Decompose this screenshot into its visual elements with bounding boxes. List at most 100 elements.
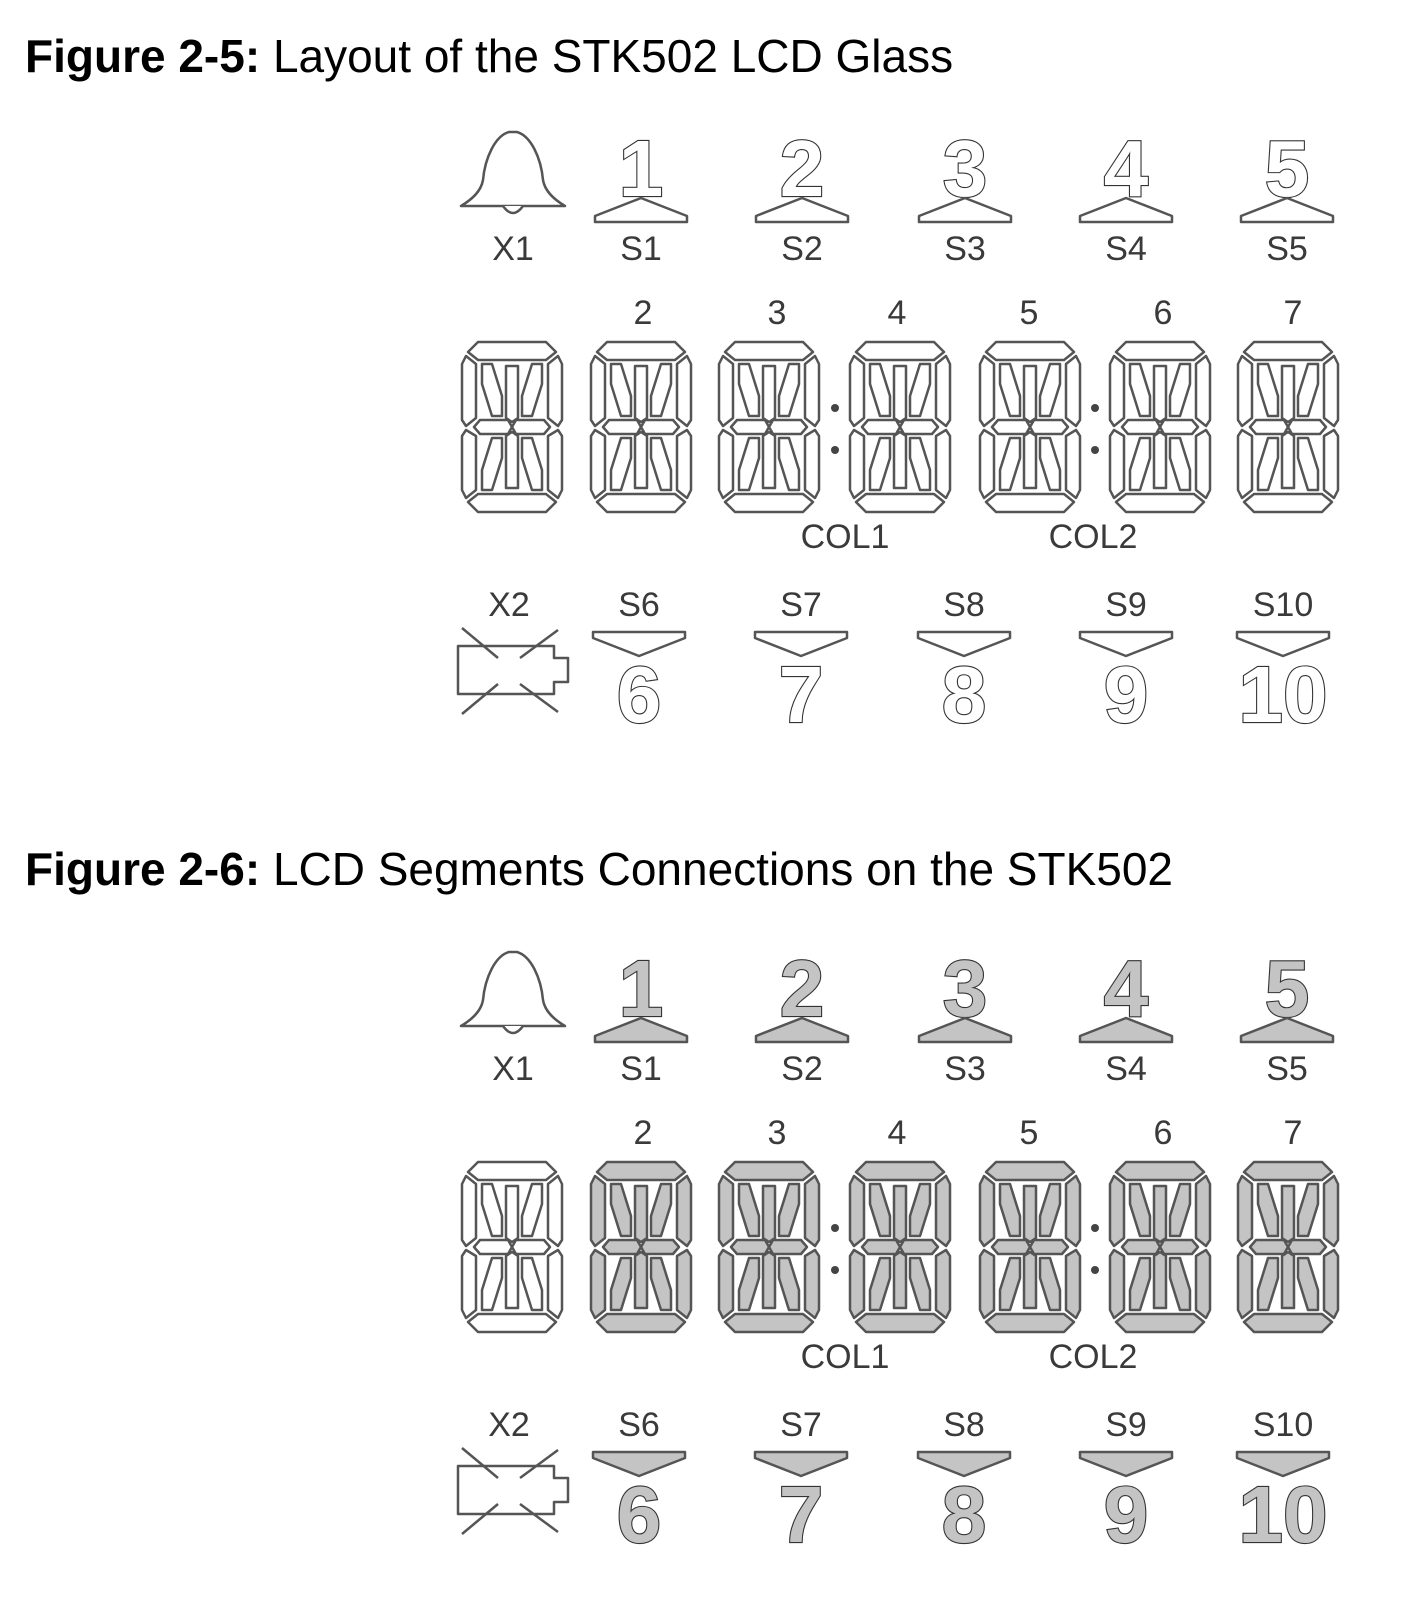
lcd-digit-5 xyxy=(978,340,1082,514)
lcd-segment-g2 xyxy=(510,1238,552,1256)
lcd-segment-e xyxy=(717,1248,735,1320)
figure-number: Figure 2-5: xyxy=(25,30,261,82)
lcd-segment-c xyxy=(546,1248,564,1320)
lcd-segment-f xyxy=(589,1174,607,1248)
battery-body xyxy=(456,644,570,696)
lcd-segment-d xyxy=(1114,1312,1206,1334)
lcd-segment-m xyxy=(1152,430,1168,490)
lcd-segment-j xyxy=(504,1184,520,1244)
symbol-label: S2 xyxy=(781,230,823,268)
lcd-segment-g2 xyxy=(1028,418,1070,436)
lcd-segment-e xyxy=(589,428,607,500)
lcd-segment-k xyxy=(1168,362,1192,418)
battery-icon xyxy=(456,1447,570,1535)
lcd-segment-f xyxy=(1108,354,1126,428)
lcd-segment-j xyxy=(892,1184,908,1244)
figure-title: LCD Segments Connections on the STK502 xyxy=(272,843,1174,895)
battery-spark xyxy=(519,1502,559,1534)
lcd-segment-h xyxy=(1128,362,1152,418)
lcd-segment-g2 xyxy=(639,1238,681,1256)
lcd-segment-b xyxy=(934,1174,952,1248)
lcd-segment-e xyxy=(460,428,478,500)
lcd-segment-h xyxy=(998,1182,1022,1238)
bell-icon xyxy=(459,950,567,1035)
lcd-segment-n xyxy=(649,436,673,492)
figure-2-5-caption: Figure 2-5: Layout of the STK502 LCD Gla… xyxy=(25,33,953,79)
symbol-arrow-up xyxy=(1239,196,1335,224)
lcd-segment-m xyxy=(633,1250,649,1310)
lcd-segment-j xyxy=(1280,364,1296,424)
lcd-segment-e xyxy=(848,428,866,500)
lcd-segment-h xyxy=(737,362,761,418)
lcd-segment-k xyxy=(1168,1182,1192,1238)
lcd-segment-k xyxy=(1296,362,1320,418)
lcd-segment-c xyxy=(1322,428,1340,500)
lcd-segment-b xyxy=(1064,354,1082,428)
lcd-segment-j xyxy=(1152,1184,1168,1244)
lcd-segment-l xyxy=(1256,1256,1280,1312)
lcd-segment-g1 xyxy=(1120,1238,1162,1256)
lcd-digit-1 xyxy=(460,340,564,514)
symbol-label: S6 xyxy=(618,586,660,624)
colon-dot-bottom xyxy=(831,1266,839,1274)
lcd-segment-j xyxy=(892,364,908,424)
lcd-segment-g2 xyxy=(1158,1238,1200,1256)
symbol-digit: 5 xyxy=(1265,944,1310,1033)
lcd-segment-e xyxy=(717,428,735,500)
lcd-segment-e xyxy=(978,428,996,500)
lcd-segment-d xyxy=(595,1312,687,1334)
lcd-segment-a xyxy=(854,340,946,362)
symbol-arrow-down xyxy=(753,630,849,658)
symbol-arrow-down xyxy=(916,630,1012,658)
lcd-segment-h xyxy=(609,1182,633,1238)
lcd-segment-b xyxy=(803,1174,821,1248)
lcd-segment-g2 xyxy=(639,418,681,436)
lcd-segment-g2 xyxy=(1158,418,1200,436)
lcd-segment-f xyxy=(1236,354,1254,428)
lcd-segment-f xyxy=(1236,1174,1254,1248)
lcd-segment-f xyxy=(717,354,735,428)
colon-label: COL1 xyxy=(801,1338,890,1376)
colon-label: COL2 xyxy=(1049,518,1138,556)
symbol-arrow-down xyxy=(591,630,687,658)
digit-position-number: 2 xyxy=(634,1114,653,1152)
lcd-segment-g1 xyxy=(1248,1238,1290,1256)
bell-icon xyxy=(459,130,567,215)
lcd-segment-d xyxy=(1114,492,1206,514)
symbol-label: S5 xyxy=(1266,1050,1308,1088)
lcd-segment-d xyxy=(984,492,1076,514)
lcd-segment-a xyxy=(1114,1160,1206,1182)
lcd-segment-k xyxy=(520,362,544,418)
lcd-segment-a xyxy=(595,340,687,362)
symbol-label: S5 xyxy=(1266,230,1308,268)
digit-position-number: 2 xyxy=(634,294,653,332)
symbol-digit: 10 xyxy=(1239,1470,1328,1559)
lcd-segment-k xyxy=(777,1182,801,1238)
lcd-segment-b xyxy=(1194,354,1212,428)
lcd-segment-l xyxy=(1128,1256,1152,1312)
lcd-segment-h xyxy=(868,362,892,418)
bell-body xyxy=(459,130,567,208)
symbol-digit: 9 xyxy=(1104,650,1149,739)
lcd-segment-e xyxy=(460,1248,478,1320)
symbol-label: S3 xyxy=(944,230,986,268)
symbol-label: S7 xyxy=(780,586,822,624)
lcd-segment-d xyxy=(854,1312,946,1334)
lcd-segment-f xyxy=(589,354,607,428)
lcd-segment-n xyxy=(520,436,544,492)
battery-spark xyxy=(519,682,559,714)
battery-label: X2 xyxy=(488,586,530,624)
lcd-segment-e xyxy=(978,1248,996,1320)
symbol-label: S9 xyxy=(1105,586,1147,624)
lcd-segment-a xyxy=(466,340,558,362)
lcd-segment-f xyxy=(460,354,478,428)
figure-number: Figure 2-6: xyxy=(25,843,261,895)
lcd-segment-f xyxy=(717,1174,735,1248)
lcd-segment-g1 xyxy=(1120,418,1162,436)
lcd-segment-c xyxy=(1322,1248,1340,1320)
symbol-digit: 8 xyxy=(942,650,987,739)
lcd-segment-h xyxy=(737,1182,761,1238)
figure-2-6-caption: Figure 2-6: LCD Segments Connections on … xyxy=(25,846,1173,892)
symbol-label: S8 xyxy=(943,586,985,624)
symbol-arrow-down xyxy=(1235,630,1331,658)
